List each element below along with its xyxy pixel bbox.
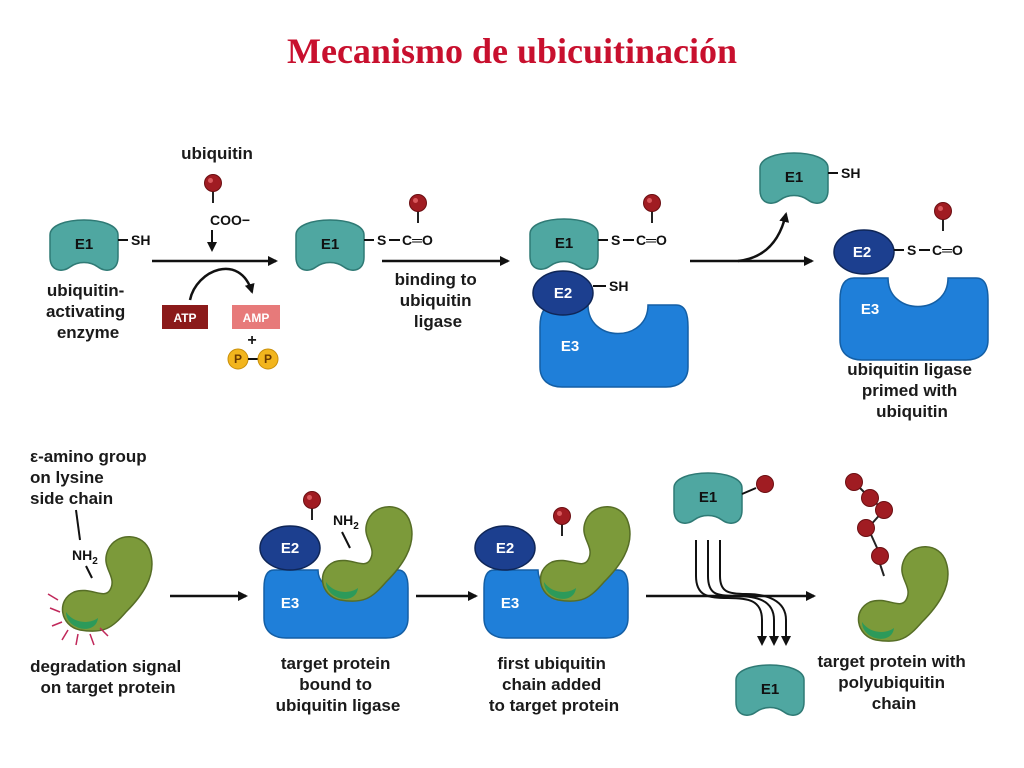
carbonyl-group: C═O bbox=[402, 232, 433, 248]
primed-caption: ubiquitin ligase primed with ubiquitin bbox=[847, 360, 976, 421]
atp-box bbox=[162, 305, 208, 329]
svg-text:E2: E2 bbox=[554, 285, 572, 302]
binding-caption: binding to ubiquitin ligase bbox=[395, 270, 482, 331]
arrow-icon bbox=[188, 267, 255, 301]
sulfur-atom: S bbox=[907, 242, 916, 258]
ubiquitin-icon bbox=[756, 475, 774, 493]
ubiquitin-icon bbox=[933, 201, 953, 232]
carbonyl-group: C═O bbox=[636, 232, 667, 248]
sulfur-atom: S bbox=[611, 232, 620, 248]
page-title: Mecanismo de ubicuitinación bbox=[286, 31, 738, 71]
svg-text:P: P bbox=[264, 352, 272, 366]
cycle-arrows bbox=[695, 540, 791, 646]
sh-group: SH bbox=[609, 278, 628, 294]
poly-caption: target protein with polyubiquitin chain bbox=[817, 652, 970, 713]
target-protein bbox=[857, 545, 949, 642]
ubiquitin-icon bbox=[408, 193, 428, 224]
svg-text:E2: E2 bbox=[853, 244, 871, 261]
e3-ligase: E3 bbox=[483, 569, 629, 639]
svg-text:E3: E3 bbox=[281, 595, 299, 612]
e1-enzyme: E1 bbox=[735, 664, 805, 716]
svg-text:E1: E1 bbox=[555, 235, 573, 252]
e1-caption: ubiquitin- activating enzyme bbox=[46, 281, 130, 342]
bound-caption: target protein bound to ubiquitin ligase bbox=[276, 654, 401, 715]
e1-enzyme: E1 bbox=[295, 219, 365, 271]
degradation-caption: degradation signal on target protein bbox=[30, 657, 186, 697]
atp-label: ATP bbox=[173, 311, 196, 325]
svg-text:E3: E3 bbox=[861, 301, 879, 318]
carboxyl-group: COO− bbox=[210, 212, 250, 228]
svg-text:E1: E1 bbox=[785, 169, 803, 186]
svg-text:E3: E3 bbox=[501, 595, 519, 612]
e1-enzyme: E1 bbox=[673, 472, 743, 524]
e3-ligase: E3 bbox=[263, 569, 409, 639]
ubiquitin-icon bbox=[642, 193, 662, 224]
e1-enzyme: E1 bbox=[49, 219, 119, 271]
sh-group: SH bbox=[131, 232, 150, 248]
e2-enzyme: E2 bbox=[259, 525, 321, 571]
degradation-signal-icon bbox=[47, 593, 109, 646]
arrow-icon bbox=[737, 212, 790, 263]
ubiquitin-icon bbox=[302, 490, 322, 521]
ubiquitin-icon bbox=[552, 506, 572, 537]
carbonyl-group: C═O bbox=[932, 242, 963, 258]
e3-ligase: E3 bbox=[539, 304, 689, 388]
plus-sign: + bbox=[247, 332, 256, 349]
svg-text:E3: E3 bbox=[561, 338, 579, 355]
svg-text:E1: E1 bbox=[321, 236, 339, 253]
svg-text:E2: E2 bbox=[496, 540, 514, 557]
e1-enzyme: E1 bbox=[759, 152, 829, 204]
sulfur-atom: S bbox=[377, 232, 386, 248]
e2-enzyme: E2 bbox=[833, 229, 895, 275]
ubiquitin-label: ubiquitin bbox=[181, 144, 253, 163]
amp-box bbox=[232, 305, 280, 329]
phosphate-icon: P P bbox=[227, 348, 279, 370]
svg-text:E2: E2 bbox=[281, 540, 299, 557]
svg-text:P: P bbox=[234, 352, 242, 366]
svg-text:E1: E1 bbox=[761, 681, 779, 698]
e2-enzyme: E2 bbox=[474, 525, 536, 571]
amp-label: AMP bbox=[243, 311, 270, 325]
polyubiquitin-chain bbox=[845, 473, 893, 577]
first-chain-caption: first ubiquitin chain added to target pr… bbox=[489, 654, 619, 715]
sh-group: SH bbox=[841, 165, 860, 181]
e3-ligase: E3 bbox=[839, 277, 989, 361]
ubiquitin-icon bbox=[203, 173, 223, 204]
e1-enzyme: E1 bbox=[529, 218, 599, 270]
e1-label: E1 bbox=[75, 236, 93, 253]
svg-text:E1: E1 bbox=[699, 489, 717, 506]
lysine-caption: ε-amino group on lysine side chain bbox=[30, 447, 151, 508]
e2-enzyme: E2 bbox=[532, 270, 594, 316]
amino-group: NH2 bbox=[333, 512, 359, 532]
amino-group: NH2 bbox=[72, 547, 98, 567]
